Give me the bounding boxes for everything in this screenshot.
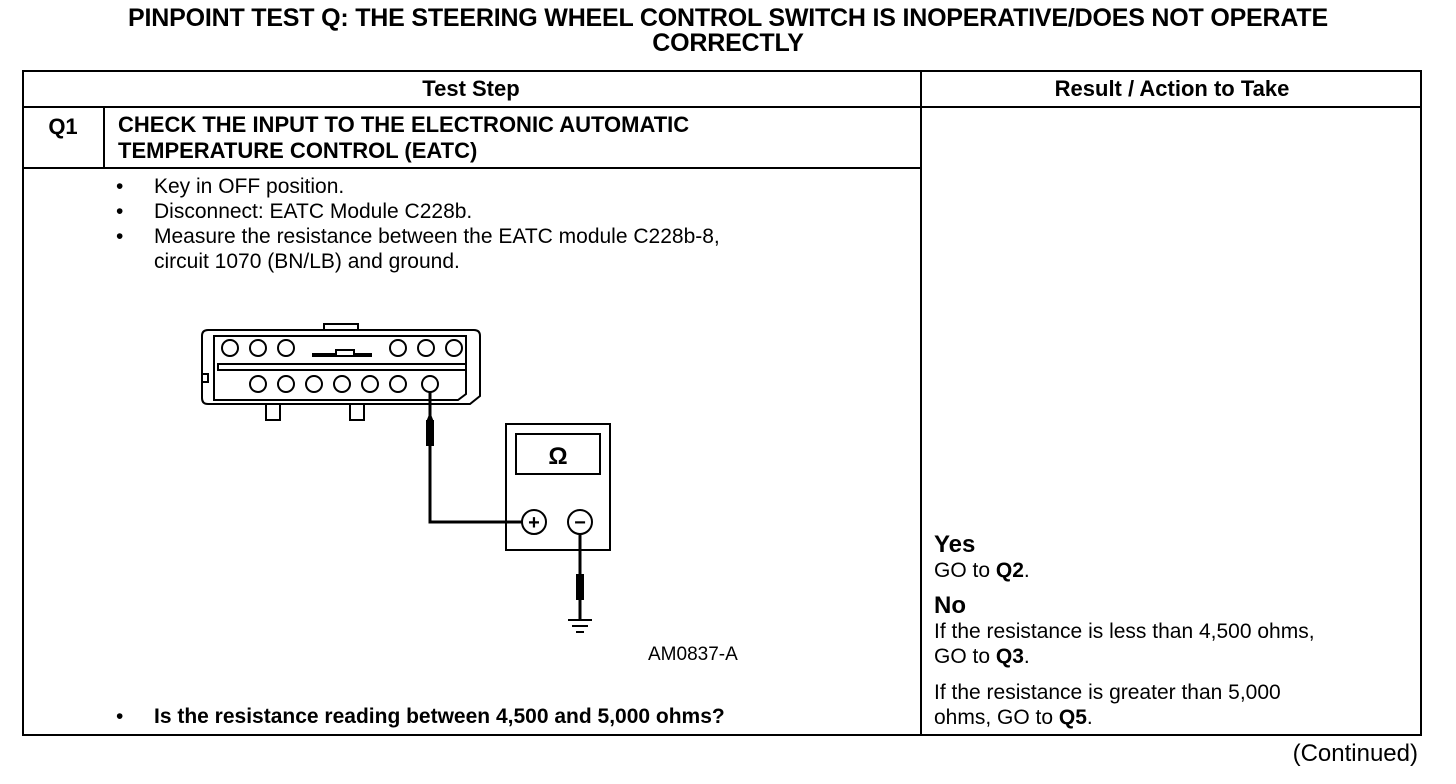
ohm-symbol: Ω [548, 443, 567, 470]
connector-meter-diagram: Ω + − [201, 323, 611, 633]
no-action-1: GO to Q3. [934, 644, 1414, 669]
step-heading-line-1: CHECK THE INPUT TO THE ELECTRONIC AUTOMA… [118, 112, 690, 137]
no-action-2-text: ohms, GO to [934, 706, 1059, 729]
result-yes: Yes GO to Q2. [934, 532, 1414, 583]
instruction-item: Disconnect: EATC Module C228b. [116, 199, 906, 224]
no2-target-link[interactable]: Q5 [1058, 706, 1087, 729]
ohmmeter-body [505, 423, 611, 551]
minus-terminal-label: − [574, 512, 586, 534]
figure-id: AM0837-A [648, 644, 738, 665]
yes-label: Yes [934, 531, 976, 558]
continued-note: (Continued) [1292, 740, 1418, 767]
header-result: Result / Action to Take [1054, 76, 1290, 101]
step-question: Is the resistance reading between 4,500 … [116, 704, 725, 729]
instruction-item: Key in OFF position. [116, 174, 906, 199]
result-no: No If the resistance is less than 4,500 … [934, 593, 1414, 669]
step-heading-line-2: TEMPERATURE CONTROL (EATC) [118, 138, 478, 163]
no-label: No [934, 592, 966, 619]
page-title: PINPOINT TEST Q: THE STEERING WHEEL CONT… [0, 6, 1456, 56]
header-rule [22, 106, 1422, 108]
column-divider [920, 70, 922, 736]
no-condition-1: If the resistance is less than 4,500 ohm… [934, 620, 1315, 643]
step-heading-rule [22, 167, 922, 169]
pinpoint-table [22, 70, 1422, 736]
probe-negative [576, 574, 584, 600]
title-line-2: CORRECTLY [652, 29, 804, 57]
probe-positive [426, 420, 434, 446]
yes-action-suffix: . [1023, 559, 1030, 582]
no-action-1-text: GO to [934, 645, 996, 668]
step-instructions: Key in OFF position. Disconnect: EATC Mo… [116, 174, 906, 274]
no1-target-link[interactable]: Q3 [995, 645, 1024, 668]
instruction-item-continuation: circuit 1070 (BN/LB) and ground. [154, 250, 460, 273]
header-test-step: Test Step [422, 76, 520, 101]
connector-body [201, 329, 481, 405]
result-no-alt: If the resistance is greater than 5,000 … [934, 680, 1414, 730]
no-action-1-suffix: . [1023, 645, 1030, 668]
step-id: Q1 [48, 114, 78, 139]
step-id-divider [103, 106, 105, 168]
yes-action-text: GO to [934, 559, 996, 582]
yes-target-link[interactable]: Q2 [995, 559, 1024, 582]
instruction-item: Measure the resistance between the EATC … [116, 224, 906, 249]
no-condition-2: If the resistance is greater than 5,000 [934, 681, 1281, 704]
no-action-2: ohms, GO to Q5. [934, 705, 1414, 730]
plus-terminal-label: + [528, 512, 540, 534]
title-line-1: PINPOINT TEST Q: THE STEERING WHEEL CONT… [128, 4, 1328, 32]
no-action-2-suffix: . [1086, 706, 1093, 729]
step-heading: CHECK THE INPUT TO THE ELECTRONIC AUTOMA… [118, 112, 898, 164]
yes-action: GO to Q2. [934, 558, 1414, 583]
